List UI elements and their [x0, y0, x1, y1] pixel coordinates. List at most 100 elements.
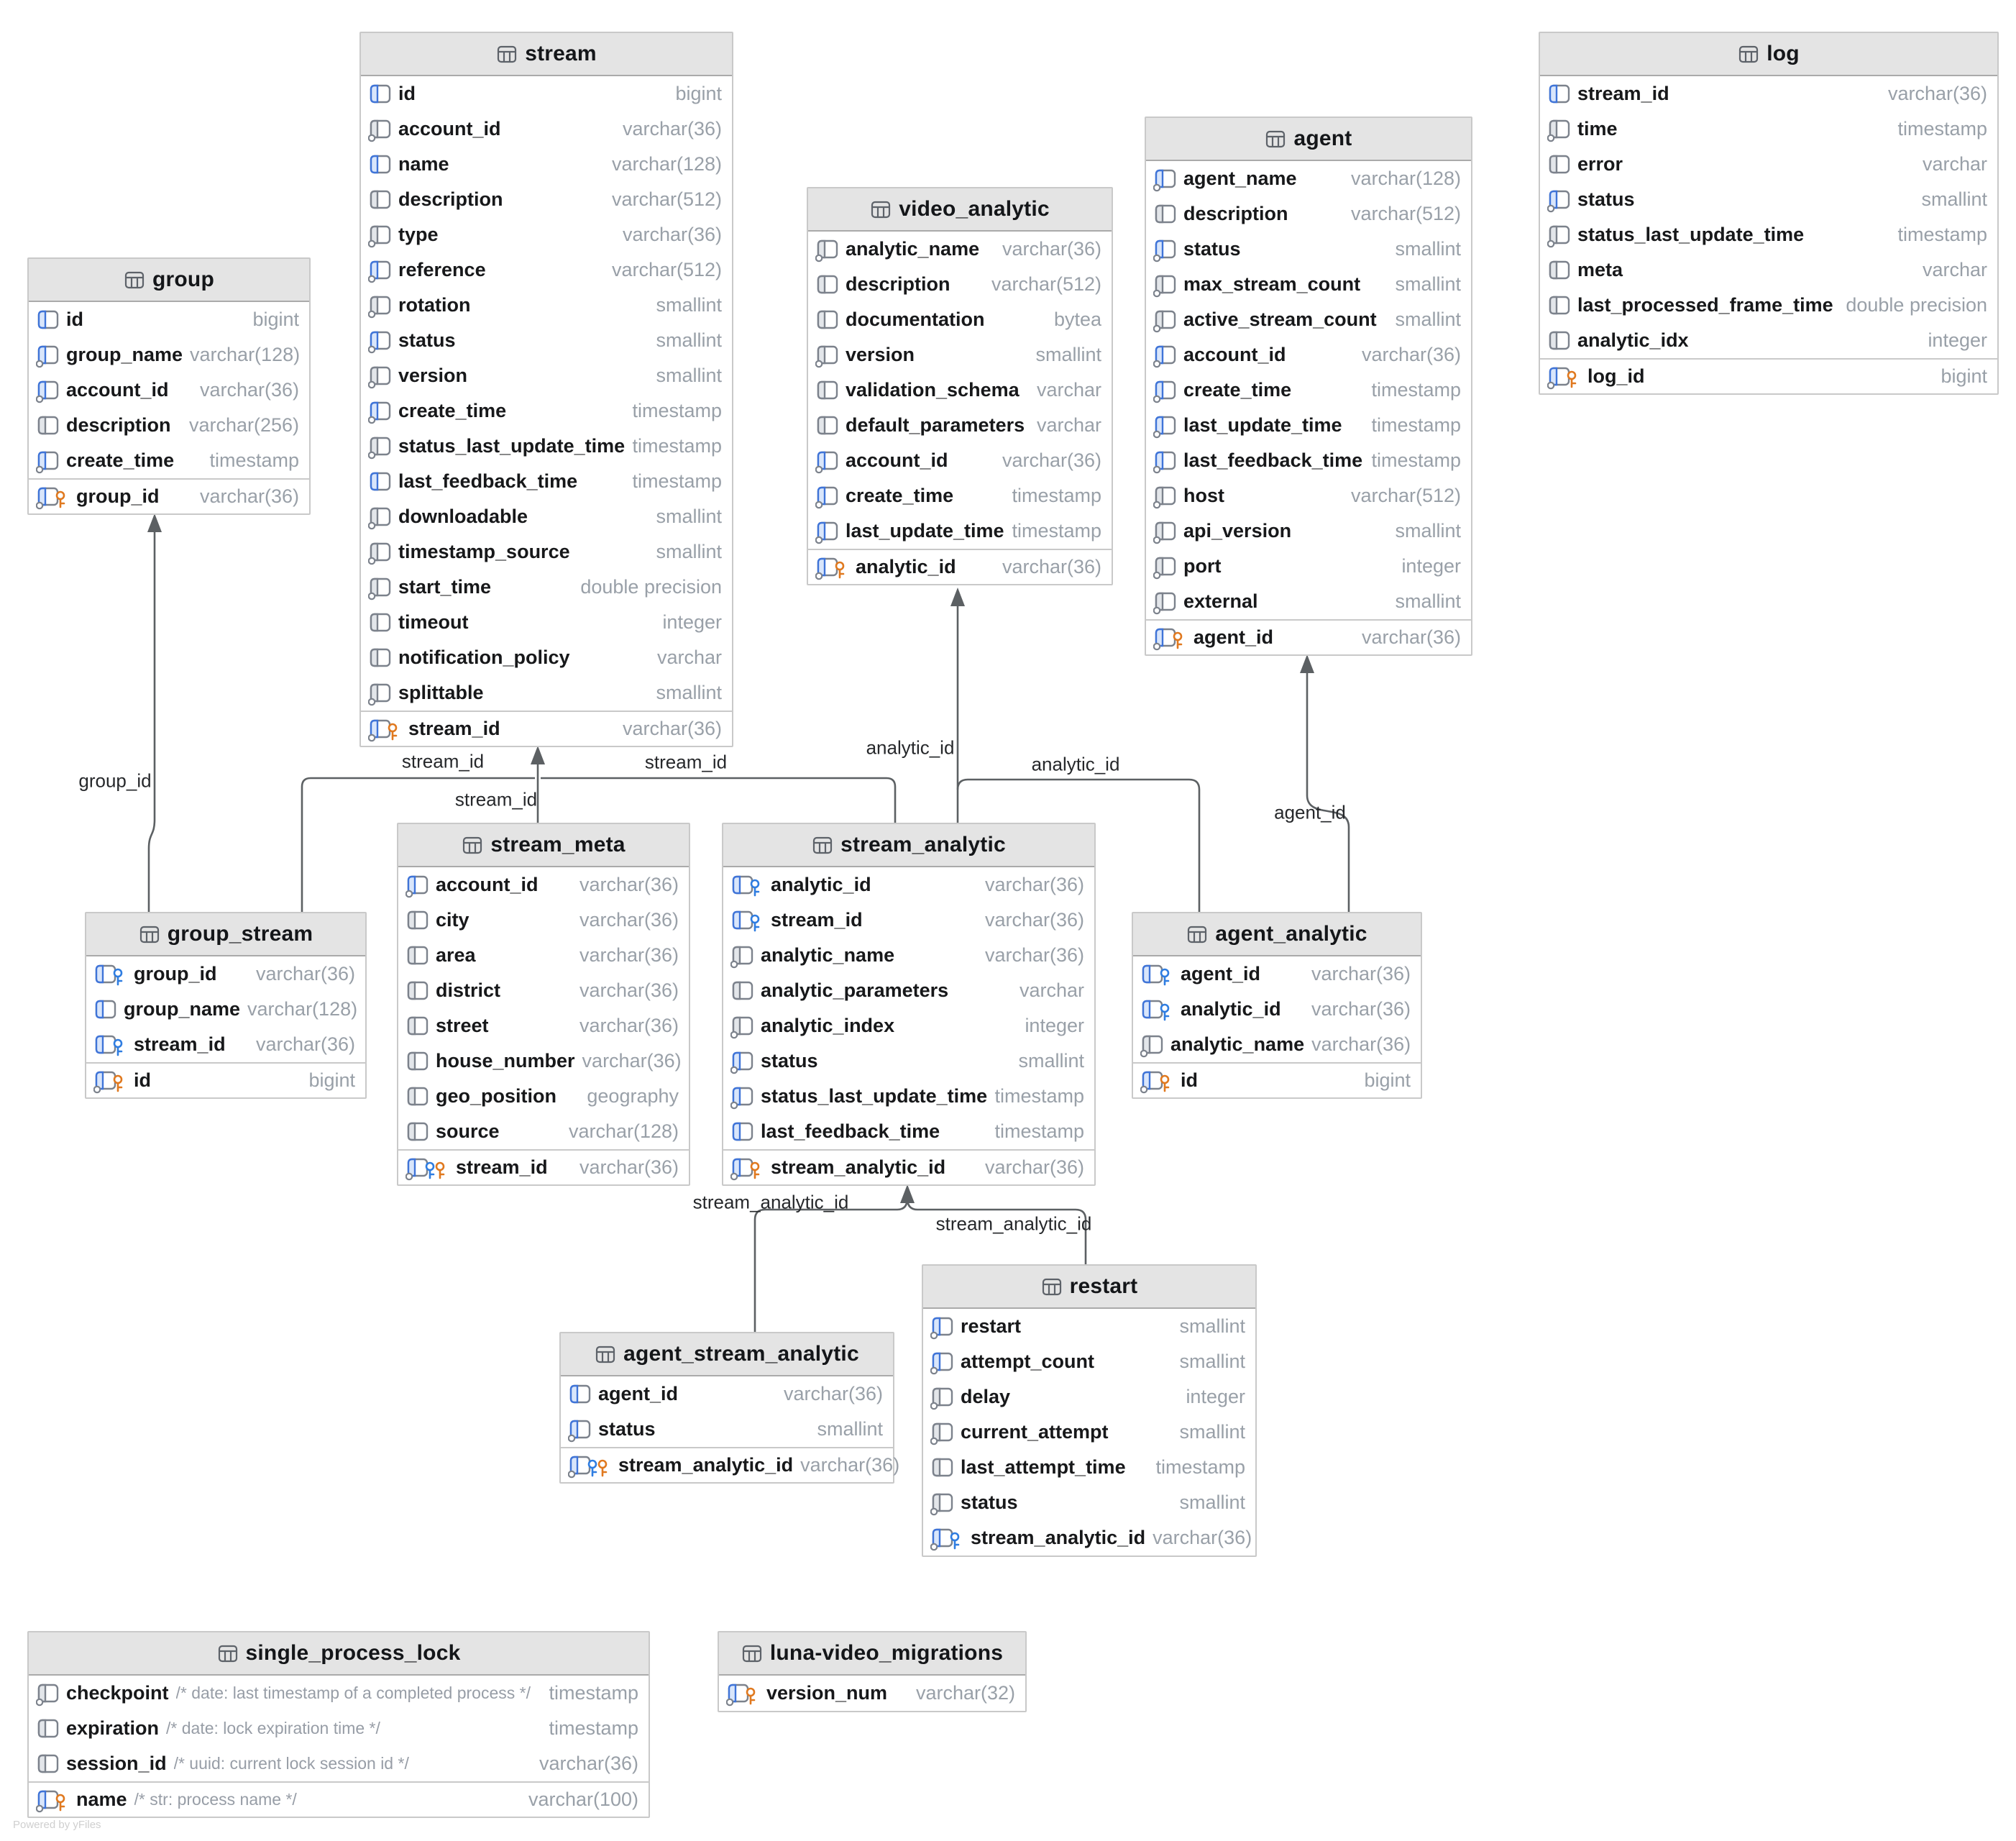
table-header[interactable]: log	[1540, 33, 1997, 76]
field-row[interactable]: name/* str: process name */varchar(100)	[29, 1781, 649, 1817]
table-header[interactable]: agent_stream_analytic	[561, 1333, 893, 1376]
table-header[interactable]: single_process_lock	[29, 1632, 649, 1676]
field-row[interactable]: checkpoint/* date: last timestamp of a c…	[29, 1676, 649, 1711]
table-header[interactable]: group_stream	[86, 913, 365, 956]
field-row[interactable]: session_id/* uuid: current lock session …	[29, 1746, 649, 1781]
table-header[interactable]: group	[29, 259, 309, 302]
table-header[interactable]: stream	[361, 33, 732, 76]
field-row[interactable]: expiration/* date: lock expiration time …	[29, 1711, 649, 1746]
table-header[interactable]: stream_meta	[398, 824, 689, 867]
table-header[interactable]: agent_analytic	[1133, 913, 1421, 956]
